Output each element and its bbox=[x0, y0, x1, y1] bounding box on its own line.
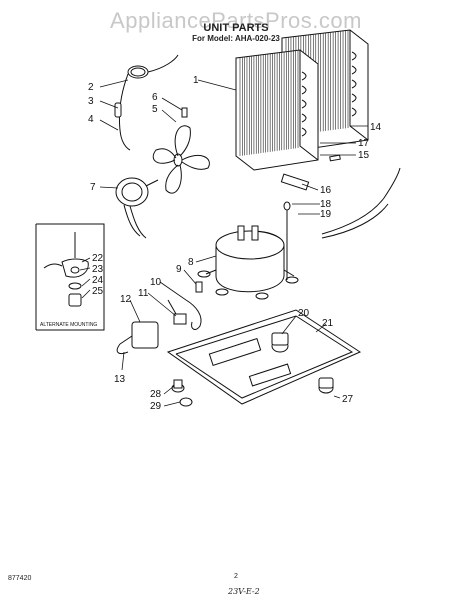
callout-9: 9 bbox=[176, 264, 182, 275]
callout-numbers: 1 2 3 4 5 6 7 8 9 10 11 12 13 14 15 16 1… bbox=[88, 75, 382, 412]
diagram-title: UNIT PARTS bbox=[203, 22, 269, 34]
callout-17: 17 bbox=[358, 138, 370, 149]
callout-24: 24 bbox=[92, 275, 104, 286]
callout-18: 18 bbox=[320, 199, 332, 210]
callout-22: 22 bbox=[92, 253, 104, 264]
evaporator-coil bbox=[235, 49, 357, 171]
compressor bbox=[197, 225, 299, 300]
callout-2: 2 bbox=[88, 82, 94, 93]
alternate-mounting-inset: ALTERNATE MOUNTING bbox=[35, 223, 105, 331]
base-pan bbox=[166, 309, 362, 405]
callout-10: 10 bbox=[150, 277, 162, 288]
relay-switch bbox=[167, 299, 187, 325]
callout-6: 6 bbox=[152, 92, 158, 103]
callout-21: 21 bbox=[322, 318, 334, 329]
handwritten-note: 23V-E-2 bbox=[227, 587, 260, 596]
thermostat-wiring bbox=[280, 154, 401, 280]
callout-23: 23 bbox=[92, 264, 104, 275]
watermark-text: AppliancePartsPros.com bbox=[110, 8, 362, 33]
fan-blade bbox=[152, 107, 210, 194]
leader-lines bbox=[79, 79, 368, 407]
callout-29: 29 bbox=[150, 401, 162, 412]
callout-1: 1 bbox=[193, 75, 199, 86]
callout-16: 16 bbox=[320, 185, 332, 196]
callout-20: 20 bbox=[298, 308, 310, 319]
callout-15: 15 bbox=[358, 150, 370, 161]
grommet-feet bbox=[171, 379, 193, 407]
callout-12: 12 bbox=[120, 294, 132, 305]
callout-7: 7 bbox=[90, 182, 96, 193]
inset-label: ALTERNATE MOUNTING bbox=[40, 322, 97, 328]
fan-motor bbox=[115, 177, 159, 239]
callout-5: 5 bbox=[152, 104, 158, 115]
page-number: 2 bbox=[234, 573, 238, 580]
callout-19: 19 bbox=[320, 209, 332, 220]
callout-13: 13 bbox=[114, 374, 126, 385]
callout-25: 25 bbox=[92, 286, 104, 297]
callout-8: 8 bbox=[188, 257, 194, 268]
model-line: For Model: AHA-020-23 bbox=[192, 34, 280, 43]
overload-protector bbox=[185, 281, 203, 330]
capillary-tube-assembly bbox=[114, 54, 179, 151]
capacitor bbox=[116, 321, 159, 355]
callout-3: 3 bbox=[88, 96, 94, 107]
callout-27: 27 bbox=[342, 394, 354, 405]
callout-11: 11 bbox=[138, 288, 149, 299]
document-code: 877420 bbox=[8, 575, 31, 582]
callout-28: 28 bbox=[150, 389, 162, 400]
callout-4: 4 bbox=[88, 114, 94, 125]
callout-14: 14 bbox=[370, 122, 382, 133]
